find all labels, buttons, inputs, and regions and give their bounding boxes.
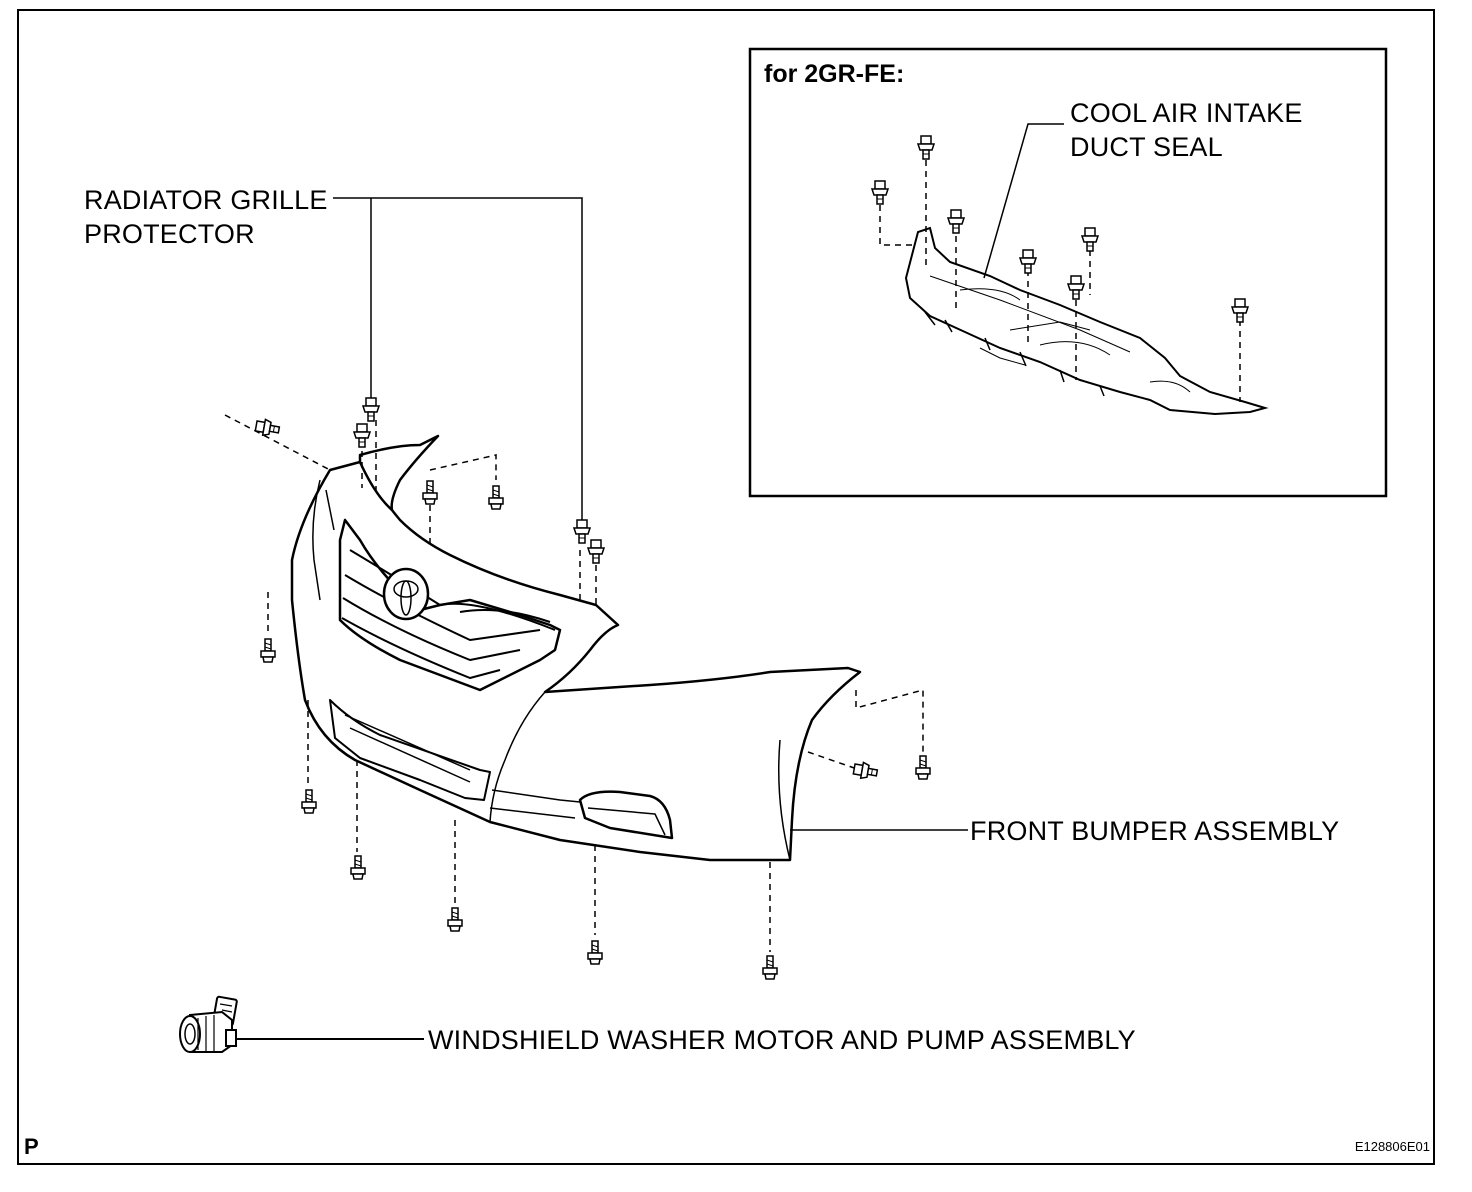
illustration-code: E128806E01	[1354, 1139, 1430, 1154]
radiator-grille-label-line2: PROTECTOR	[84, 219, 255, 249]
duct-seal-leader	[983, 123, 1064, 279]
grille-protector-leader	[333, 197, 583, 520]
washer-pump-part	[179, 995, 238, 1053]
inset-box	[748, 47, 1388, 498]
corner-mark: P	[24, 1134, 39, 1159]
bumper-fastener-guides	[224, 414, 924, 952]
inset-clip-guides	[879, 160, 1241, 402]
front-bumper-label: FRONT BUMPER ASSEMBLY	[970, 816, 1340, 846]
front-bumper-part	[290, 434, 862, 862]
inset-title: for 2GR-FE:	[764, 60, 905, 88]
duct-seal-part	[904, 226, 1269, 416]
cool-air-intake-label-line1: COOL AIR INTAKE	[1070, 98, 1303, 128]
washer-pump-label: WINDSHIELD WASHER MOTOR AND PUMP ASSEMBL…	[428, 1025, 1136, 1055]
diagram-frame	[17, 9, 1435, 1165]
radiator-grille-label-line1: RADIATOR GRILLE	[84, 185, 328, 215]
cool-air-intake-label-line2: DUCT SEAL	[1070, 132, 1223, 162]
